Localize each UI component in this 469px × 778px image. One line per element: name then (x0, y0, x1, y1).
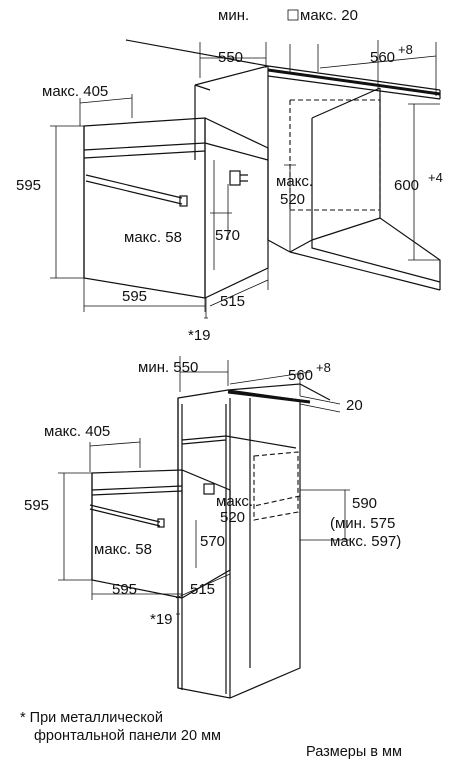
label-max: макс. (216, 493, 253, 510)
label-20: 20 (346, 397, 363, 414)
hidden-niche-floor (253, 495, 301, 507)
label-560-tolerance: +8 (316, 360, 331, 375)
cabinet-upper-shelf-front (181, 439, 227, 445)
dim-max-520 (284, 164, 296, 252)
label-max-405: макс. 405 (42, 83, 108, 100)
niche-back-left-edge (267, 76, 291, 253)
dim-19 (204, 298, 208, 319)
label-max: макс. (276, 173, 313, 190)
dim-560 (229, 371, 311, 396)
oven-bracket (229, 170, 241, 186)
oven-handle-end (157, 518, 165, 528)
dim-595-width (83, 278, 206, 312)
cabinet-top-panel (227, 390, 311, 404)
label-560: 560 (370, 49, 395, 66)
dim-595-width (91, 580, 183, 606)
label-560-tolerance: +8 (398, 42, 413, 57)
label-595-width: 595 (112, 581, 137, 598)
label-600: 600 (394, 177, 419, 194)
label-min-575: (мин. 575 (330, 515, 395, 532)
dim-min-550 (179, 356, 229, 392)
plinth-line (311, 240, 441, 283)
dim-max-20-gap (289, 44, 319, 72)
countertop-front-edge (267, 68, 441, 96)
oven-top-side-line (204, 142, 269, 161)
label-595-height: 595 (16, 177, 41, 194)
dim-515 (175, 573, 231, 599)
niche-left-wall (194, 84, 211, 160)
niche-floor-right (311, 217, 381, 241)
label-590: 590 (352, 495, 377, 512)
label-max-405: макс. 405 (44, 423, 110, 440)
label-595-height: 595 (24, 497, 49, 514)
dim-595-height (58, 472, 92, 581)
label-570: 570 (200, 533, 225, 550)
label-570: 570 (215, 227, 240, 244)
dim-560 (319, 40, 437, 96)
label-550: 550 (218, 49, 243, 66)
oven-control-panel-lines (91, 485, 183, 496)
dim-max-405 (79, 94, 133, 126)
dim-max-405 (89, 438, 141, 472)
niche-inner-right (311, 87, 381, 240)
label-520: 520 (220, 509, 245, 526)
oven-control-panel-lines (83, 142, 206, 159)
label-520: 520 (280, 191, 305, 208)
dim-515 (209, 268, 269, 307)
label-max-597: макс. 597) (330, 533, 401, 550)
oven-bracket (203, 483, 215, 495)
oven-handle-end (179, 195, 188, 207)
dim-20 (299, 395, 341, 413)
cabinet-upper-shelf (181, 435, 297, 449)
label-600-tolerance: +4 (428, 170, 443, 185)
label-min: мин. (218, 7, 249, 24)
oven-front-frame (83, 118, 206, 298)
units-note: Размеры в мм (306, 744, 402, 760)
label-19: *19 (188, 327, 211, 344)
dim-600-height (408, 103, 440, 261)
oven-bracket-tab (240, 174, 248, 182)
label-19: *19 (150, 611, 173, 628)
hidden-niche-outline (253, 451, 299, 521)
dim-590 (300, 489, 350, 541)
niche-right-wall (379, 88, 441, 290)
footnote-line-1: * При металлической (20, 710, 163, 726)
label-max-58: макс. 58 (124, 229, 182, 246)
top-installation-drawing: мин. 550 макс. 20 560 +8 макс. 405 595 6… (16, 7, 443, 344)
label-515: 515 (190, 581, 215, 598)
dim-19 (176, 600, 180, 615)
label-595-width: 595 (122, 288, 147, 305)
dim-min-550 (199, 42, 267, 78)
label-max-20: макс. 20 (300, 7, 358, 24)
footnote-line-2: фронтальной панели 20 мм (34, 728, 221, 744)
square-symbol-icon (287, 9, 299, 21)
label-min-550: мин. 550 (138, 359, 198, 376)
oven-handle (89, 504, 161, 527)
label-515: 515 (220, 293, 245, 310)
bottom-installation-drawing: мин. 550 560 +8 20 макс. 405 595 макс. 5… (24, 356, 401, 699)
countertop-left-edge (194, 65, 269, 86)
label-560: 560 (288, 367, 313, 384)
label-max-58: макс. 58 (94, 541, 152, 558)
oven-handle (85, 174, 183, 205)
dim-595-height (50, 125, 84, 279)
niche-floor-front (289, 239, 441, 291)
